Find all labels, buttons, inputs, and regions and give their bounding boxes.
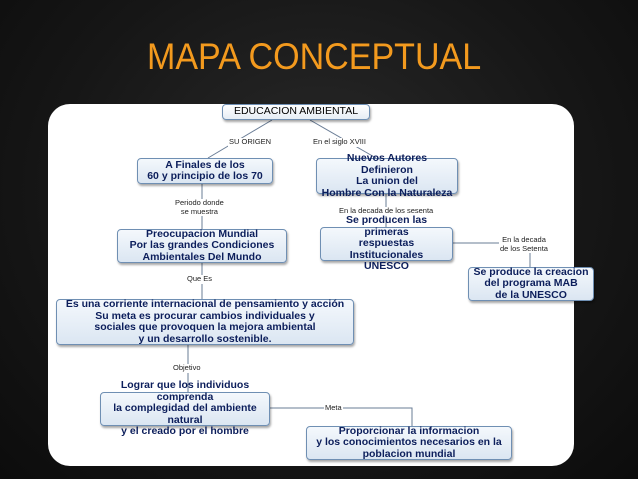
link-label-que-es: Que Es bbox=[186, 274, 214, 284]
link-label-setenta: En la decada de los Setenta bbox=[499, 235, 549, 253]
node-mab: Se produce la creacion del programa MAB … bbox=[468, 266, 594, 301]
node-origen: A Finales de los 60 y principio de los 7… bbox=[137, 158, 273, 184]
link-label-sesenta: En la decada de los sesenta bbox=[338, 206, 435, 216]
node-respuestas: Se producen las primeras respuestas Inst… bbox=[320, 215, 453, 272]
node-preocupacion: Preocupacion Mundial Por las grandes Con… bbox=[117, 228, 287, 263]
link-label-meta: Meta bbox=[324, 403, 343, 413]
node-corriente: Es una corriente internacional de pensam… bbox=[56, 298, 354, 345]
link-label-su-origen: SU ORIGEN bbox=[228, 137, 273, 147]
slide-title: MAPA CONCEPTUAL bbox=[147, 36, 482, 77]
node-autores: Nuevos Autores Definieron La union del H… bbox=[316, 152, 458, 198]
node-proporcionar: Proporcionar la informacion y los conoci… bbox=[306, 425, 512, 460]
node-root: EDUCACION AMBIENTAL bbox=[222, 104, 370, 120]
link-label-siglo: En el siglo XVIII bbox=[312, 137, 367, 147]
link-label-periodo: Periodo donde se muestra bbox=[174, 198, 225, 216]
link-label-objetivo: Objetivo bbox=[172, 363, 202, 373]
node-lograr: Lograr que los individuos comprenda la c… bbox=[100, 380, 270, 437]
